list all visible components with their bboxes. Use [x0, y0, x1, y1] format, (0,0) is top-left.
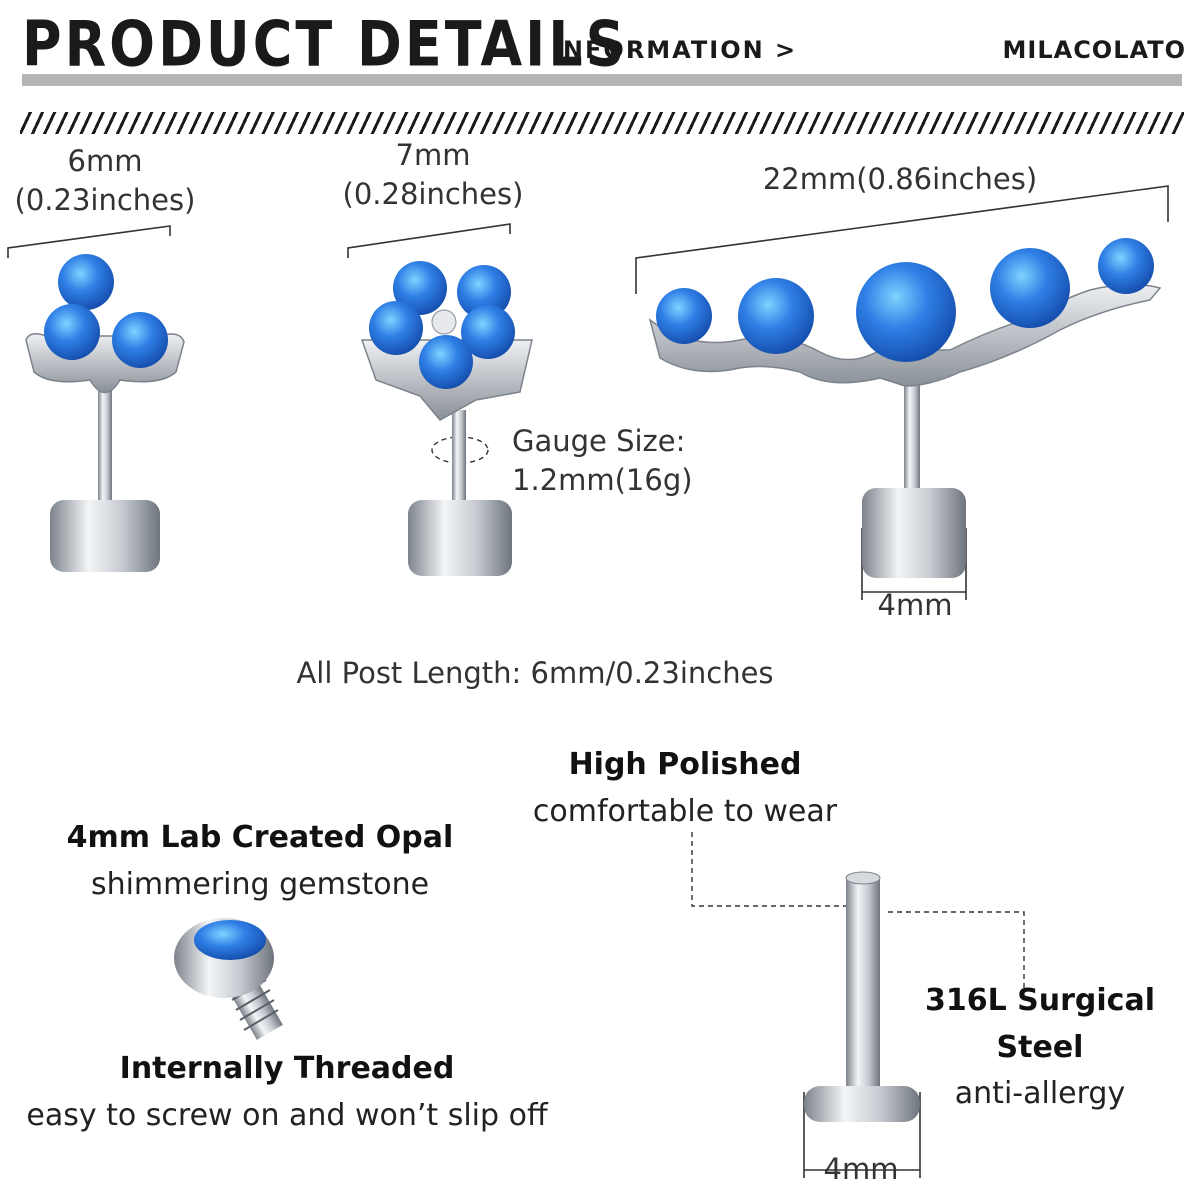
flat-back-disc-label: 4mm — [823, 1152, 899, 1186]
flower-opal-3 — [369, 301, 423, 355]
feature-steel-desc: anti-allergy — [954, 1076, 1126, 1111]
flower-opal-5 — [419, 335, 473, 389]
feature-steel: 316L Surgical Steel anti-allergy — [880, 978, 1200, 1118]
climber-earring — [648, 238, 1162, 578]
header-divider — [22, 74, 1182, 86]
page-title: PRODUCT DETAILS — [22, 8, 628, 81]
flower-opal-2 — [457, 265, 511, 319]
feature-opal-desc: shimmering gemstone — [90, 866, 430, 902]
feature-threaded: Internally Threaded easy to screw on and… — [0, 1046, 574, 1139]
trinity-back-disc — [50, 500, 160, 572]
trinity-size-mm: 6mm — [67, 144, 143, 178]
feature-high-polished-desc: comfortable to wear — [532, 793, 838, 829]
trinity-opal-right — [112, 312, 168, 368]
feature-opal: 4mm Lab Created Opal shimmering gemstone — [40, 815, 480, 908]
feature-threaded-desc: easy to screw on and won’t slip off — [26, 1097, 548, 1133]
gauge-size-title: Gauge Size: — [512, 424, 686, 458]
feature-steel-title: 316L Surgical Steel — [924, 983, 1155, 1065]
flower-size-label: 7mm (0.28inches) — [320, 136, 546, 214]
flower-post — [452, 410, 466, 520]
gauge-size-label: Gauge Size: 1.2mm(16g) — [512, 422, 693, 500]
flower-center-bead — [431, 309, 457, 335]
section-subtitle: INFORMATION > — [552, 36, 798, 64]
labret-shaft-top — [845, 871, 881, 885]
climber-opal-1 — [656, 288, 712, 344]
labret-disc — [804, 1086, 920, 1122]
climber-opal-3 — [856, 262, 956, 362]
labret-shaft — [846, 876, 880, 1096]
feature-high-polished: High Polished comfortable to wear — [480, 742, 890, 835]
opal-threaded-top — [174, 918, 283, 1040]
post-length-label: All Post Length: 6mm/0.23inches — [296, 656, 774, 690]
feature-opal-title: 4mm Lab Created Opal — [66, 820, 454, 855]
trinity-size-inches: (0.23inches) — [14, 183, 196, 218]
flower-size-inches: (0.28inches) — [342, 177, 524, 212]
steel-leader — [888, 911, 1025, 990]
climber-setting — [648, 283, 1162, 387]
flower-width-bracket — [347, 223, 511, 258]
flower-back-disc — [408, 500, 512, 576]
trinity-opal-top — [58, 254, 114, 310]
climber-width-bracket — [635, 185, 1169, 294]
feature-threaded-title: Internally Threaded — [119, 1051, 455, 1086]
hatch-divider — [20, 112, 1184, 134]
trinity-width-bracket — [7, 225, 171, 258]
brand-name: MILACOLATO — [1002, 36, 1186, 64]
flower-size-mm: 7mm — [395, 138, 471, 172]
flat-back-post — [804, 871, 920, 1122]
flower-earring — [360, 261, 533, 576]
trinity-opal-left — [44, 304, 100, 360]
polished-leader — [691, 832, 852, 907]
climber-opal-5 — [1098, 238, 1154, 294]
flower-opal-1 — [393, 261, 447, 315]
trinity-post — [98, 380, 112, 510]
climber-back-disc — [862, 488, 966, 578]
flat-back-disc-bracket — [803, 1092, 921, 1178]
gauge-size-value: 1.2mm(16g) — [512, 463, 693, 498]
flower-opal-4 — [461, 305, 515, 359]
feature-high-polished-title: High Polished — [568, 747, 802, 782]
climber-width-label: 22mm(0.86inches) — [762, 162, 1038, 196]
climber-disc-label: 4mm — [877, 588, 953, 622]
trinity-size-label: 6mm (0.23inches) — [0, 142, 210, 220]
trinity-earring — [25, 254, 185, 572]
climber-opal-4 — [990, 248, 1070, 328]
climber-opal-2 — [738, 278, 814, 354]
opal-stone — [194, 920, 266, 960]
